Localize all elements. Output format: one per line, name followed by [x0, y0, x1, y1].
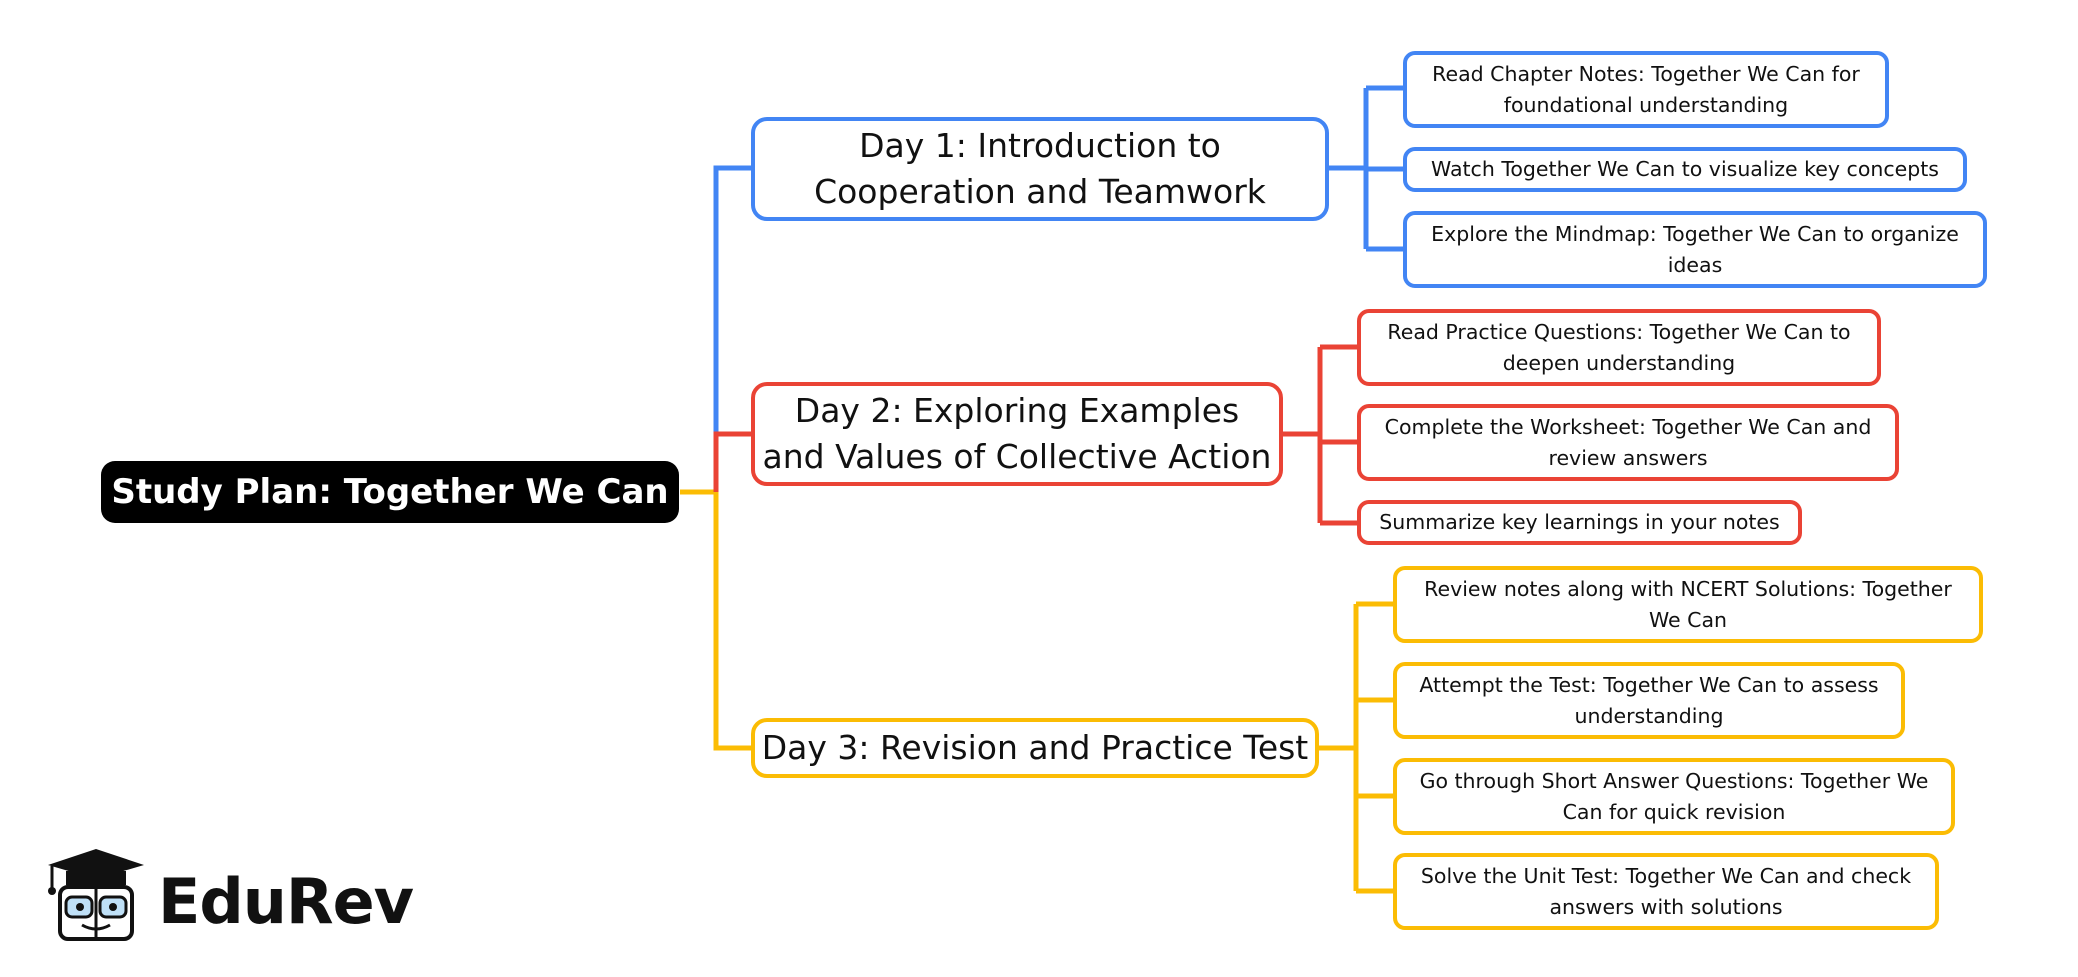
day-2-label: Day 2: Exploring Examples and Values of … [762, 391, 1272, 476]
connector-root-day2 [713, 431, 755, 492]
day-2-node: Day 2: Exploring Examples and Values of … [751, 382, 1283, 486]
day-1-node: Day 1: Introduction to Cooperation and T… [751, 117, 1329, 221]
task-label: Review notes along with NCERT Solutions:… [1424, 576, 1952, 632]
task-label: Solve the Unit Test: Together We Can and… [1420, 863, 1912, 919]
task-label: Summarize key learnings in your notes [1379, 510, 1780, 534]
task-label: Read Chapter Notes: Together We Can for … [1432, 61, 1860, 117]
edurev-logo-text: EduRev [158, 865, 414, 938]
day-3-task-2: Attempt the Test: Together We Can to ass… [1393, 662, 1905, 739]
day-3-task-4: Solve the Unit Test: Together We Can and… [1393, 853, 1939, 930]
connector-root-day3 [713, 492, 755, 751]
day-2-task-1: Read Practice Questions: Together We Can… [1357, 309, 1881, 386]
day-3-task-3: Go through Short Answer Questions: Toget… [1393, 758, 1955, 835]
task-label: Go through Short Answer Questions: Toget… [1419, 768, 1929, 824]
day-1-label: Day 1: Introduction to Cooperation and T… [814, 126, 1266, 211]
graduation-cap-mascot-icon [48, 849, 144, 941]
connector-day2-tasks [1283, 344, 1359, 526]
connector-day1-tasks [1329, 85, 1405, 252]
root-label: Study Plan: Together We Can [111, 472, 669, 512]
task-label: Watch Together We Can to visualize key c… [1431, 157, 1939, 181]
task-label: Complete the Worksheet: Together We Can … [1384, 414, 1872, 470]
day-3-task-1: Review notes along with NCERT Solutions:… [1393, 566, 1983, 643]
task-label: Attempt the Test: Together We Can to ass… [1419, 672, 1879, 728]
day-2-task-3: Summarize key learnings in your notes [1357, 500, 1802, 545]
connector-root-day1 [713, 165, 755, 434]
task-label: Explore the Mindmap: Together We Can to … [1431, 221, 1959, 277]
day-3-node: Day 3: Revision and Practice Test [751, 718, 1319, 778]
day-3-label: Day 3: Revision and Practice Test [761, 728, 1309, 767]
task-label: Read Practice Questions: Together We Can… [1387, 319, 1851, 375]
day-2-task-2: Complete the Worksheet: Together We Can … [1357, 404, 1899, 481]
day-1-task-3: Explore the Mindmap: Together We Can to … [1403, 211, 1987, 288]
root-node: Study Plan: Together We Can [101, 461, 679, 523]
connector-day3-tasks [1319, 601, 1395, 894]
day-1-task-1: Read Chapter Notes: Together We Can for … [1403, 51, 1889, 128]
day-1-task-2: Watch Together We Can to visualize key c… [1403, 147, 1967, 192]
